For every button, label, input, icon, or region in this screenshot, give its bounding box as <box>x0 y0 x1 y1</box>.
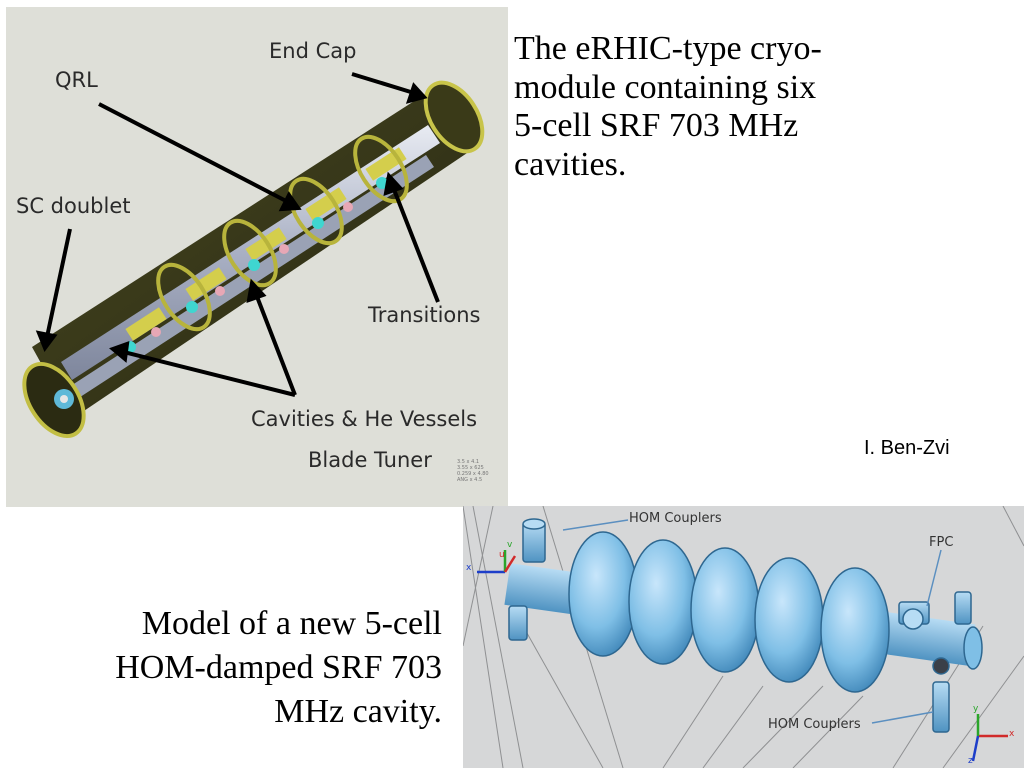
annotation-arrows <box>35 72 440 397</box>
axes-triad-right <box>971 714 1008 762</box>
hom-couplers-bottom-label: HOM Couplers <box>768 717 861 732</box>
couplers <box>508 518 972 733</box>
dimension-note: 3.55 x 625 <box>457 465 484 471</box>
blade-tuner-label: Blade Tuner <box>308 448 432 472</box>
sc-doublet-label: SC doublet <box>16 194 131 218</box>
axis-label-x-right: x <box>1009 729 1015 739</box>
dimension-note: 0.259 x 4.80 <box>457 471 489 477</box>
axes-triad-left <box>477 550 517 574</box>
fpc-label: FPC <box>929 535 954 550</box>
cryomodule-caption: The eRHIC-type cryo-module containing si… <box>514 30 822 183</box>
cavities-he-vessels-label: Cavities & He Vessels <box>251 407 478 431</box>
axis-label-v: v <box>507 540 513 550</box>
dimension-note: 3.5 x 4.1 <box>457 459 480 465</box>
support-rings <box>156 134 409 332</box>
end-cap-label: End Cap <box>269 39 357 63</box>
dimension-notes: 3.5 x 4.1 3.55 x 625 0.259 x 4.80 ANG x … <box>457 459 489 483</box>
hom-couplers-top-label: HOM Couplers <box>629 511 722 526</box>
axis-label-x: x <box>466 563 472 573</box>
axis-label-y: y <box>973 704 979 714</box>
front-end-cap <box>22 361 86 439</box>
cryomodule-drawing <box>22 72 485 439</box>
transitions-label: Transitions <box>368 303 481 327</box>
qrl-label: QRL <box>55 68 98 92</box>
author-credit: I. Ben-Zvi <box>864 437 950 459</box>
cavity-modules <box>124 147 407 353</box>
perspective-grid <box>463 506 1024 768</box>
cavity-caption: Model of a new 5-cell HOM-damped SRF 703… <box>115 605 442 730</box>
dimension-note: ANG x 4.5 <box>457 477 483 483</box>
axis-label-z: z <box>968 756 973 766</box>
beam-tubes <box>504 563 983 670</box>
cavity-drawing <box>463 506 1024 768</box>
cryomodule-figure: End Cap QRL SC doublet Transitions Cavit… <box>6 7 508 507</box>
cavity-cells <box>568 531 890 693</box>
axis-label-u: u <box>499 550 505 560</box>
leader-lines <box>562 519 942 724</box>
cavity-figure: HOM Couplers FPC HOM Couplers x v u x y … <box>463 506 1024 768</box>
